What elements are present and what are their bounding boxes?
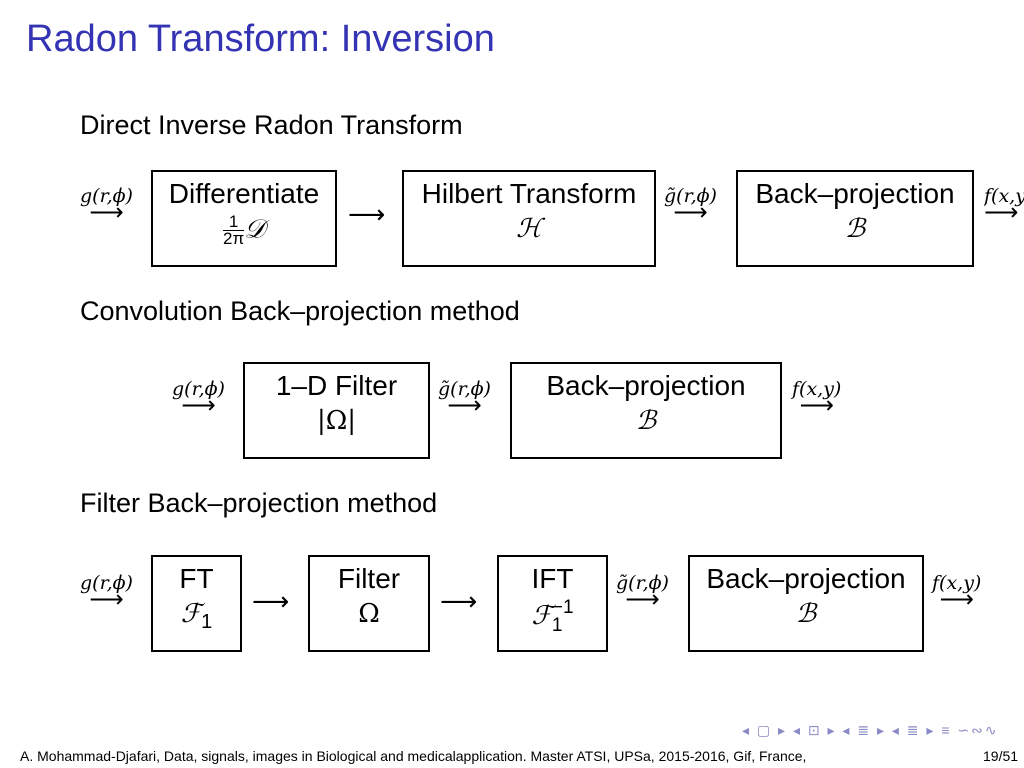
signal-label: g̃(r,ϕ) bbox=[438, 378, 491, 400]
page-number: 19/51 bbox=[983, 748, 1019, 764]
operator-superscript: −1 bbox=[551, 597, 574, 618]
box-label: Differentiate bbox=[168, 178, 320, 209]
section-heading-direct: Direct Inverse Radon Transform bbox=[80, 110, 463, 140]
box-1d-filter: 1–D Filter |Ω| bbox=[243, 362, 430, 459]
box-label: Back–projection bbox=[755, 178, 955, 209]
arrow-icon: ⟶ bbox=[89, 198, 124, 226]
box-label: Hilbert Transform bbox=[421, 178, 637, 209]
signal-intermediate-convolution: g̃(r,ϕ) ⟶ bbox=[438, 378, 491, 419]
signal-label: g̃(r,ϕ) bbox=[616, 572, 669, 594]
arrow-icon: ⟶ bbox=[440, 587, 478, 617]
operator-symbol: Ω bbox=[358, 599, 380, 629]
section-heading-filter: Filter Back–projection method bbox=[80, 488, 438, 518]
operator-symbol: ℬ bbox=[795, 599, 817, 629]
box-differentiate: Differentiate 1 2π 𝒟 bbox=[151, 170, 337, 267]
box-label: 1–D Filter bbox=[275, 370, 398, 401]
box-label: IFT bbox=[531, 563, 574, 594]
arrow-icon: ⟶ bbox=[673, 198, 708, 226]
arrow-icon: ⟶ bbox=[984, 198, 1019, 219]
footer-text: A. Mohammad-Djafari, Data, signals, imag… bbox=[20, 748, 807, 764]
arrow-icon: ⟶ bbox=[89, 585, 124, 613]
box-label: Filter bbox=[337, 563, 401, 594]
signal-label: g(r,ϕ) bbox=[80, 572, 133, 594]
slide-title: Radon Transform: Inversion bbox=[26, 18, 495, 60]
operator-subscript: 1 bbox=[201, 611, 213, 634]
fraction: 1 2π bbox=[223, 213, 245, 248]
operator-symbol: ℬ bbox=[635, 406, 657, 436]
navigation-icons[interactable]: ◂ ▢ ▸ ◂ ⊡ ▸ ◂ ≣ ▸ ◂ ≣ ▸ ≡ ∽∾∿ bbox=[742, 722, 999, 738]
arrow-icon: ⟶ bbox=[252, 587, 290, 617]
operator-symbol: ℬ bbox=[844, 214, 866, 244]
operator-symbol: 𝒟 bbox=[244, 214, 265, 245]
section-heading-convolution: Convolution Back–projection method bbox=[80, 296, 520, 326]
signal-input-direct: g(r,ϕ) ⟶ bbox=[80, 185, 133, 226]
signal-label: g(r,ϕ) bbox=[80, 185, 133, 207]
arrow-icon: ⟶ bbox=[181, 391, 216, 419]
box-label: Back–projection bbox=[706, 563, 906, 594]
arrow-icon: ⟶ bbox=[447, 391, 482, 419]
box-label: Back–projection bbox=[546, 370, 746, 401]
signal-input-filter: g(r,ϕ) ⟶ bbox=[80, 572, 133, 613]
signal-intermediate-filter: g̃(r,ϕ) ⟶ bbox=[616, 572, 669, 613]
arrow-icon: ⟶ bbox=[799, 391, 834, 419]
box-label: FT bbox=[179, 563, 214, 594]
box-operator: 1 2π 𝒟 bbox=[153, 213, 335, 248]
signal-label: f(x,y) bbox=[984, 185, 1024, 207]
operator-symbol: ℋ bbox=[516, 214, 542, 244]
arrow-icon: ⟶ bbox=[348, 200, 386, 230]
fraction-denominator: 2π bbox=[223, 229, 245, 248]
signal-output-convolution: f(x,y) ⟶ bbox=[792, 378, 842, 419]
signal-output-filter: f(x,y) ⟶ bbox=[932, 572, 982, 613]
operator-subscript: 1 bbox=[551, 615, 563, 636]
signal-label: g(r,ϕ) bbox=[172, 378, 225, 400]
fraction-numerator: 1 bbox=[223, 213, 245, 231]
box-back-projection: Back–projection ℬ bbox=[688, 555, 924, 652]
signal-label: f(x,y) bbox=[792, 378, 842, 400]
box-hilbert-transform: Hilbert Transform ℋ bbox=[402, 170, 656, 267]
box-back-projection: Back–projection ℬ bbox=[736, 170, 974, 267]
signal-intermediate-direct: g̃(r,ϕ) ⟶ bbox=[664, 185, 717, 226]
box-operator: ℱ1 bbox=[153, 599, 240, 637]
signal-label: g̃(r,ϕ) bbox=[664, 185, 717, 207]
operator-symbol: |Ω| bbox=[316, 406, 357, 436]
signal-label: f(x,y) bbox=[932, 572, 982, 594]
box-back-projection: Back–projection ℬ bbox=[510, 362, 782, 459]
box-filter: Filter Ω bbox=[308, 555, 430, 652]
signal-input-convolution: g(r,ϕ) ⟶ bbox=[172, 378, 225, 419]
operator-symbol: ℱ bbox=[531, 601, 552, 631]
arrow-icon: ⟶ bbox=[939, 585, 974, 613]
arrow-icon: ⟶ bbox=[625, 585, 660, 613]
operator-symbol: ℱ bbox=[180, 599, 202, 629]
signal-output-direct: f(x,y) ⟶ bbox=[984, 185, 1024, 219]
box-ft: FT ℱ1 bbox=[151, 555, 242, 652]
